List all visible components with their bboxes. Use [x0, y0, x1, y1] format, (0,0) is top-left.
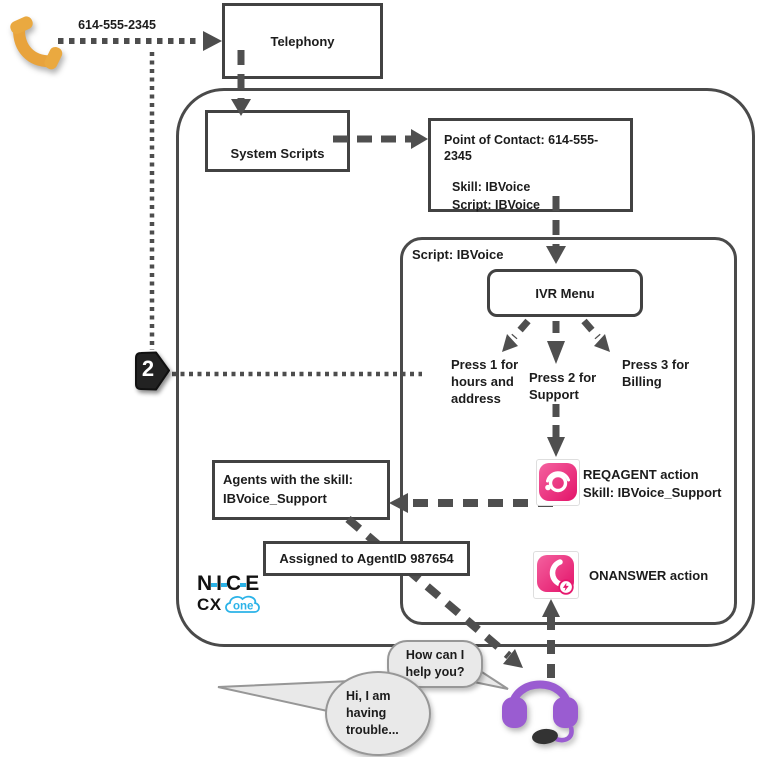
nice-letter-i: I — [216, 572, 223, 595]
ivr-option-press2: Press 2 for Support — [529, 369, 596, 403]
point-of-contact-node: Point of Contact: 614-555-2345 Skill: IB… — [428, 118, 633, 212]
nice-letter-e: E — [245, 572, 260, 595]
nice-letter-n: N — [197, 572, 213, 595]
customer-speech-line3: trouble... — [346, 723, 399, 737]
press2-line2: Support — [529, 387, 579, 402]
cx-text: CX — [197, 595, 222, 614]
reqagent-headset-icon — [539, 463, 577, 501]
nice-dash-icon — [221, 583, 228, 587]
cloud-icon: one — [224, 595, 260, 613]
agent-speech-line2: help you? — [405, 665, 465, 679]
telephony-node: Telephony — [222, 3, 383, 79]
press1-line3: address — [451, 391, 501, 406]
press1-line1: Press 1 for — [451, 357, 519, 372]
system-scripts-node: System Scripts — [205, 110, 350, 172]
agents-line1: Agents with the skill: — [223, 472, 354, 487]
assigned-label: Assigned to AgentID 987654 — [279, 551, 454, 566]
script-container-label: Script: IBVoice — [412, 247, 504, 262]
step-badge-shape — [135, 351, 170, 391]
customer-speech-line2: having — [346, 706, 387, 720]
poc-script-label: Script: IBVoice — [452, 198, 540, 212]
cxone-wordmark: CX one — [197, 593, 264, 617]
nice-dash-icon — [240, 583, 247, 587]
step-badge-number: 2 — [141, 356, 155, 381]
press3-line2: Billing — [622, 374, 662, 389]
press1-line2: hours and — [451, 374, 514, 389]
poc-skill-label: Skill: IBVoice — [452, 180, 531, 194]
phone-handset-icon — [10, 16, 63, 70]
ivr-option-press3: Press 3 for Billing — [622, 356, 689, 390]
one-text: one — [233, 601, 253, 613]
step-2-badge: 2 — [131, 349, 173, 393]
nice-cxone-logo: N I C E CX one — [197, 572, 264, 617]
ivr-menu-label: IVR Menu — [535, 285, 595, 301]
reqagent-action-label: REQAGENT action — [583, 467, 699, 482]
assigned-agent-node: Assigned to AgentID 987654 — [263, 541, 470, 576]
nice-letter-c: C — [226, 572, 242, 595]
onanswer-action-label: ONANSWER action — [589, 568, 709, 583]
onanswer-card — [533, 551, 579, 599]
telephony-label: Telephony — [270, 33, 335, 49]
dialed-number-label: 614-555-2345 — [78, 18, 156, 32]
nice-wordmark: N I C E — [197, 572, 264, 596]
customer-speech-bubble: Hi, I am having trouble... — [325, 671, 431, 756]
press3-line1: Press 3 for — [622, 357, 690, 372]
ivr-option-press1: Press 1 for hours and address — [451, 356, 518, 407]
agents-skill-node: Agents with the skill: IBVoice_Support — [212, 460, 390, 520]
arrow-phone-to-telephony — [58, 31, 222, 51]
agent-speech-line1: How can I — [405, 648, 465, 662]
poc-number-label: Point of Contact: 614-555-2345 — [444, 133, 599, 163]
onanswer-phone-icon — [537, 555, 574, 595]
system-scripts-label: System Scripts — [230, 146, 325, 161]
reqagent-card — [536, 459, 580, 506]
press2-line1: Press 2 for — [529, 370, 597, 385]
script-ibvoice-container — [400, 237, 737, 625]
ivr-menu-node: IVR Menu — [487, 269, 643, 317]
customer-speech-line1: Hi, I am — [346, 689, 391, 703]
reqagent-skill-label: Skill: IBVoice_Support — [583, 485, 722, 500]
agents-line2: IBVoice_Support — [223, 491, 327, 506]
nice-dash-icon — [211, 583, 218, 587]
agent-headset-icon — [502, 680, 578, 745]
